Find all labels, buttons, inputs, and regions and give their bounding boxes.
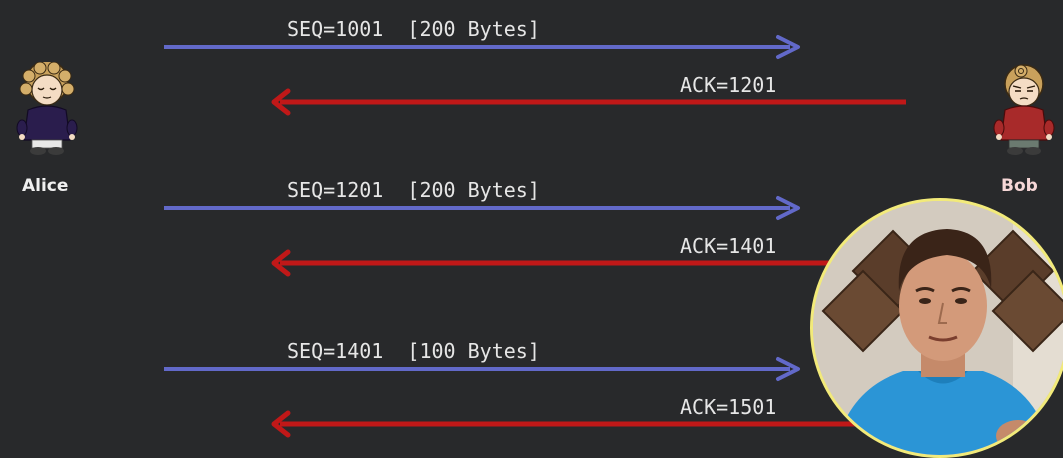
seq-label-3: SEQ=1401 [100 Bytes] [287, 339, 540, 363]
bob-avatar-icon [993, 64, 1055, 155]
presenter-webcam [810, 198, 1063, 458]
ack-label-3: ACK=1501 [680, 395, 777, 419]
seq-arrow-1 [164, 35, 800, 59]
alice-name: Alice [22, 176, 69, 196]
ack-arrow-3 [271, 410, 906, 438]
seq-arrow-3 [164, 357, 800, 381]
presenter-image [813, 201, 1063, 455]
ack-arrow-1 [271, 88, 906, 116]
seq-arrow-2 [164, 196, 800, 220]
ack-label-1: ACK=1201 [680, 73, 777, 97]
ack-label-2: ACK=1401 [680, 234, 777, 258]
alice-avatar-icon [16, 62, 78, 155]
bob-name: Bob [1001, 176, 1038, 196]
ack-arrow-2 [271, 249, 906, 277]
seq-label-2: SEQ=1201 [200 Bytes] [287, 178, 540, 202]
seq-label-1: SEQ=1001 [200 Bytes] [287, 17, 540, 41]
